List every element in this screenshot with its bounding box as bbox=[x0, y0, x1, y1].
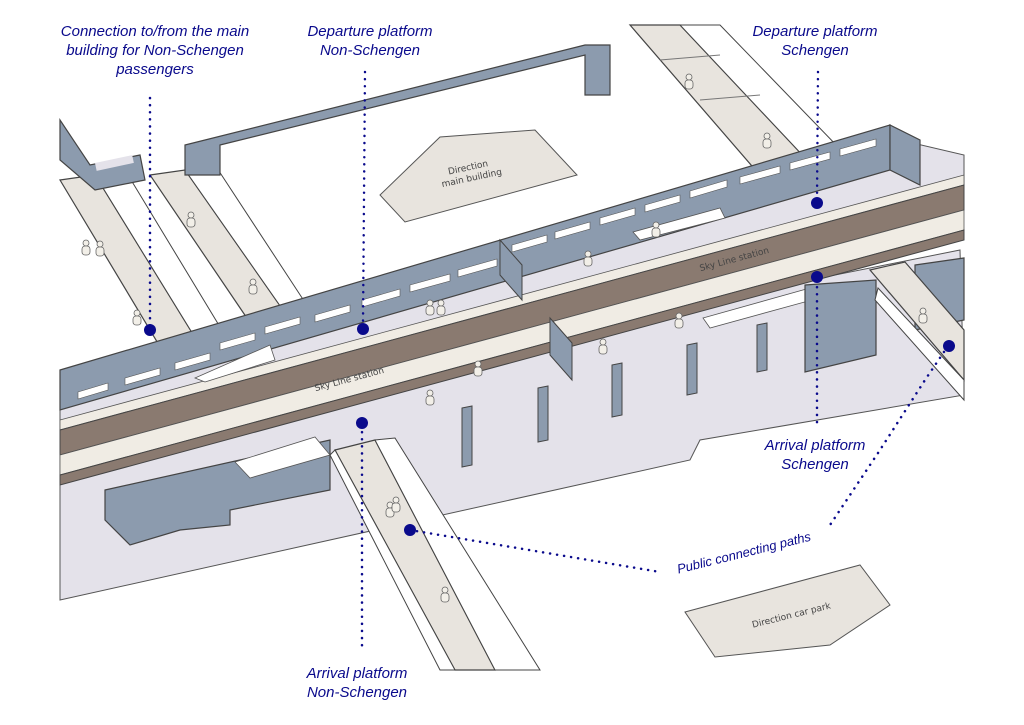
person-icon bbox=[132, 309, 142, 326]
dot-connection bbox=[144, 324, 156, 336]
person-icon bbox=[425, 299, 435, 316]
person-icon bbox=[436, 299, 446, 316]
leader-public-paths-right bbox=[828, 344, 950, 527]
person-icon bbox=[95, 240, 105, 257]
callout-line: Arrival platform bbox=[764, 437, 866, 454]
callout-departure-schengen: Departure platform Schengen bbox=[740, 22, 890, 60]
callout-line: Connection to/from the main bbox=[60, 23, 250, 40]
leader-departure-schengen bbox=[815, 70, 820, 202]
partition-wall-2 bbox=[549, 316, 573, 382]
dot-public-path-lower bbox=[404, 524, 416, 536]
dot-departure-schengen bbox=[811, 197, 823, 209]
lower-floor bbox=[59, 249, 965, 601]
callout-line: Schengen bbox=[781, 42, 849, 59]
upper-back-wall bbox=[59, 44, 611, 191]
leader-lines bbox=[148, 70, 950, 652]
track-bed: Sky Line station Sky Line station bbox=[59, 174, 965, 486]
passenger-figures bbox=[81, 73, 928, 603]
dot-arrival-schengen bbox=[811, 271, 823, 283]
public-paths-label: Public connecting paths bbox=[675, 529, 812, 577]
callout-line: Non-Schengen bbox=[306, 684, 408, 701]
walkway-lower bbox=[329, 437, 541, 671]
callout-connection-non-schengen: Connection to/from the main building for… bbox=[45, 22, 265, 79]
walkway-right bbox=[868, 261, 965, 402]
person-icon bbox=[598, 338, 608, 355]
person-icon bbox=[425, 389, 435, 406]
partition-wall-1 bbox=[499, 238, 523, 302]
dot-departure-non-schengen bbox=[357, 323, 369, 335]
upper-front-wall bbox=[59, 124, 921, 411]
person-icon bbox=[440, 586, 450, 603]
person-icon bbox=[81, 239, 91, 256]
callout-line: passengers bbox=[116, 61, 194, 78]
callout-line: Non-Schengen bbox=[319, 42, 421, 59]
callout-departure-non-schengen: Departure platform Non-Schengen bbox=[295, 22, 445, 60]
person-icon bbox=[248, 278, 258, 295]
person-icon bbox=[918, 307, 928, 324]
callout-line: Departure platform bbox=[307, 23, 433, 40]
dot-public-path-right bbox=[943, 340, 955, 352]
lower-left-block bbox=[104, 436, 331, 546]
callout-arrival-schengen: Arrival platform Schengen bbox=[745, 436, 885, 474]
anchor-dots bbox=[144, 197, 955, 536]
person-icon bbox=[186, 211, 196, 228]
direction-main-building-sign: Direction main building bbox=[379, 129, 578, 223]
callout-line: Departure platform bbox=[752, 23, 878, 40]
person-icon bbox=[674, 312, 684, 329]
leader-departure-non-schengen bbox=[361, 70, 367, 327]
dot-arrival-non-schengen bbox=[356, 417, 368, 429]
callout-line: Schengen bbox=[781, 456, 849, 473]
callout-arrival-non-schengen: Arrival platform Non-Schengen bbox=[287, 664, 427, 702]
stairs-left bbox=[193, 344, 276, 383]
callout-line: Arrival platform bbox=[306, 665, 408, 682]
person-icon bbox=[391, 496, 401, 513]
direction-car-park-sign: Direction car park bbox=[684, 564, 891, 658]
person-icon bbox=[762, 132, 772, 149]
person-icon bbox=[583, 250, 593, 267]
callout-line: building for Non-Schengen bbox=[66, 42, 244, 59]
leader-public-paths-left bbox=[408, 528, 662, 574]
support-pillars bbox=[461, 322, 768, 468]
person-icon bbox=[473, 360, 483, 377]
person-icon bbox=[651, 221, 661, 238]
person-icon bbox=[684, 73, 694, 90]
